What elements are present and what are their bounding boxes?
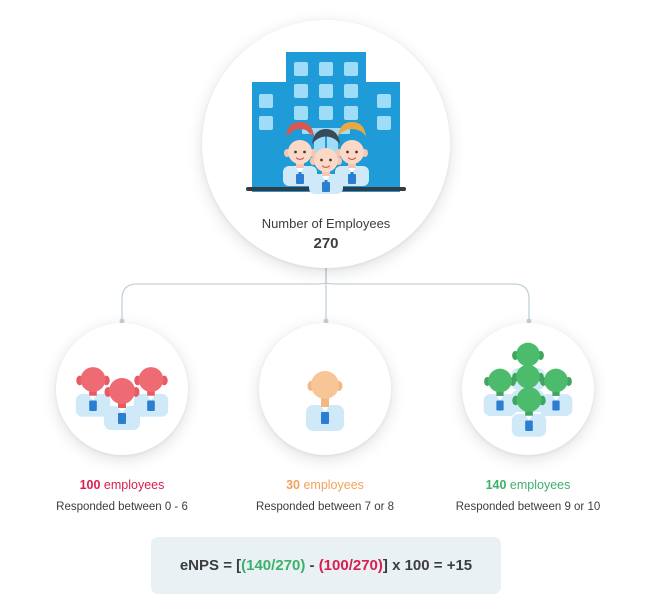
promoters-text: 140 employees Responded between 9 or 10 [428,477,628,515]
formula-prefix: eNPS = [ [179,557,242,574]
detractors-node [56,323,188,455]
total-employees-value: 270 [313,235,339,252]
orange-employee-icon [306,371,344,431]
formula-suffix: ] x 100 = +15 [382,557,473,574]
detractors-range: Responded between 0 - 6 [56,501,188,513]
passives-range: Responded between 7 or 8 [255,501,395,513]
promoters-node [462,323,594,455]
total-employees-node: Number of Employees 270 [202,20,450,268]
detractors-count: 100 employees [79,478,165,492]
formula-detractors: (100/270) [318,557,383,574]
passives-count: 30 employees [286,478,364,492]
detractors-text: 100 employees Responded between 0 - 6 [22,477,222,515]
promoters-count: 140 employees [485,478,571,492]
formula-minus: - [305,557,319,574]
red-employees-icon [75,367,169,430]
office-building-icon [246,52,406,195]
green-employees-icon [483,342,573,437]
passives-node [259,323,391,455]
enps-formula: eNPS = [ (140/270) - (100/270) ] x 100 =… [151,537,501,594]
formula-promoters: (140/270) [241,557,306,574]
promoters-range: Responded between 9 or 10 [455,501,601,513]
total-employees-label: Number of Employees [261,216,391,231]
passives-text: 30 employees Responded between 7 or 8 [225,477,425,515]
